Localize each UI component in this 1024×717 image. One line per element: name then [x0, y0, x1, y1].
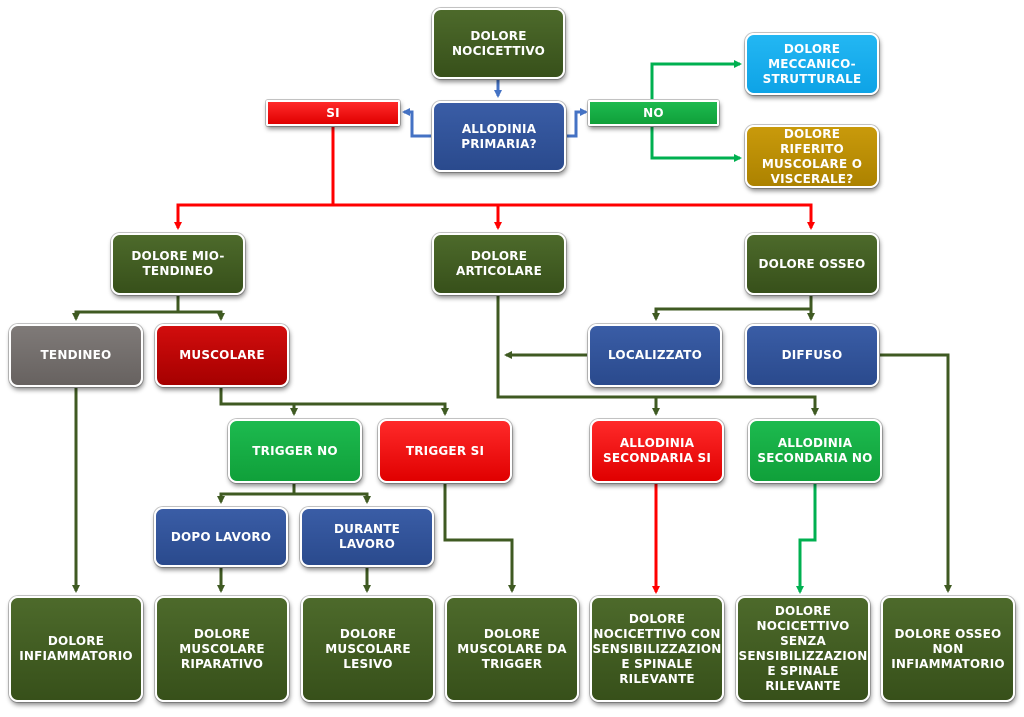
node-dolore-con-sensibilizzazione: DOLORE NOCICETTIVO CON SENSIBILIZZAZION …	[590, 596, 724, 702]
node-si: SI	[266, 100, 400, 126]
node-muscolare: MUSCOLARE	[155, 324, 289, 387]
node-trigger-si: TRIGGER SI	[378, 419, 512, 483]
node-dolore-articolare: DOLORE ARTICOLARE	[432, 233, 566, 295]
node-allodinia-secondaria-si: ALLODINIA SECONDARIA SI	[590, 419, 724, 483]
node-dolore-mio-tendineo: DOLORE MIO-TENDINEO	[111, 233, 245, 295]
node-dolore-osseo-non-infiammatorio: DOLORE OSSEO NON INFIAMMATORIO	[881, 596, 1015, 702]
node-dolore-senza-sensibilizzazione: DOLORE NOCICETTIVO SENZA SENSIBILIZZAZIO…	[736, 596, 870, 702]
node-dolore-muscolare-riparativo: DOLORE MUSCOLARE RIPARATIVO	[155, 596, 289, 702]
node-dolore-muscolare-lesivo: DOLORE MUSCOLARE LESIVO	[301, 596, 435, 702]
node-no: NO	[588, 100, 719, 126]
node-allodinia-secondaria-no: ALLODINIA SECONDARIA NO	[748, 419, 882, 483]
node-trigger-no: TRIGGER NO	[228, 419, 362, 483]
node-durante-lavoro: DURANTE LAVORO	[300, 507, 434, 567]
node-dolore-nocicettivo: DOLORE NOCICETTIVO	[432, 8, 565, 79]
connector-dark-green	[72, 294, 952, 593]
connector-blue	[402, 80, 588, 138]
node-dolore-muscolare-da-trigger: DOLORE MUSCOLARE DA TRIGGER	[445, 596, 579, 702]
node-dolore-riferito: DOLORE RIFERITO MUSCOLARE O VISCERALE?	[745, 125, 879, 188]
node-tendineo: TENDINEO	[9, 324, 143, 387]
connector-green	[650, 60, 817, 594]
node-dolore-osseo: DOLORE OSSEO	[745, 233, 879, 295]
node-localizzato: LOCALIZZATO	[588, 324, 722, 387]
node-dopo-lavoro: DOPO LAVORO	[154, 507, 288, 567]
connector-red	[174, 126, 815, 594]
node-dolore-meccanico-strutturale: DOLORE MECCANICO-STRUTTURALE	[745, 33, 879, 95]
node-allodinia-primaria: ALLODINIA PRIMARIA?	[432, 101, 566, 172]
node-dolore-infiammatorio: DOLORE INFIAMMATORIO	[9, 596, 143, 702]
node-diffuso: DIFFUSO	[745, 324, 879, 387]
